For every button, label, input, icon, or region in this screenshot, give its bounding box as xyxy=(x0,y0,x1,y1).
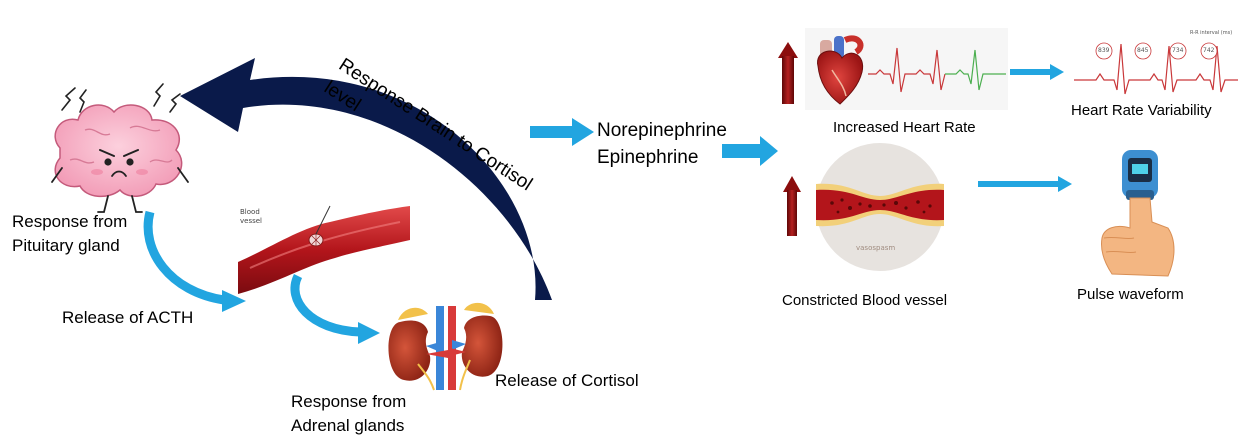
heart-to-hrv-arrow xyxy=(1010,64,1064,80)
cortisol-label: Release of Cortisol xyxy=(495,371,639,390)
heart-icon xyxy=(817,35,864,105)
feedback-curved-arrow xyxy=(180,58,552,300)
rr-value-2: 845 xyxy=(1137,47,1149,54)
pulse-oximeter-icon xyxy=(1101,150,1175,277)
blood-vessel-caption: Blood vessel xyxy=(240,208,262,225)
vasospasm-caption: vasospasm xyxy=(856,244,896,252)
hormones-to-effects-arrow xyxy=(722,136,778,166)
rr-value-3: 734 xyxy=(1172,47,1184,54)
adrenal-label: Response from Adrenal glands xyxy=(291,392,407,435)
hrv-label: Heart Rate Variability xyxy=(1071,102,1212,119)
rr-value-1: 839 xyxy=(1098,47,1110,54)
ecg-icon xyxy=(868,47,1006,93)
blood-vessel-icon xyxy=(238,205,410,294)
vessel-to-pulse-arrow xyxy=(978,176,1072,192)
pituitary-to-acth-arrow xyxy=(143,210,246,312)
kidney-icon xyxy=(388,302,503,391)
pituitary-label: Response from Pituitary gland xyxy=(12,212,128,255)
rr-value-4: 742 xyxy=(1203,47,1215,54)
heart-rate-label: Increased Heart Rate xyxy=(833,119,976,136)
hormones-label: Norepinephrine Epinephrine xyxy=(597,120,727,168)
constricted-vessel-icon xyxy=(816,143,944,271)
constrict-vessel-up-arrow xyxy=(783,176,801,236)
to-hormones-arrow xyxy=(530,118,594,146)
vessel-to-adrenal-arrow xyxy=(290,273,380,344)
pulse-label: Pulse waveform xyxy=(1077,286,1184,303)
blood-vessel-label: Constricted Blood vessel xyxy=(782,292,948,309)
increase-heart-rate-up-arrow xyxy=(778,42,798,104)
brain-icon xyxy=(51,83,189,213)
hrv-icon xyxy=(1074,42,1238,95)
rr-interval-caption: R-R interval (ms) xyxy=(1190,30,1233,36)
acth-label: Release of ACTH xyxy=(62,308,194,327)
